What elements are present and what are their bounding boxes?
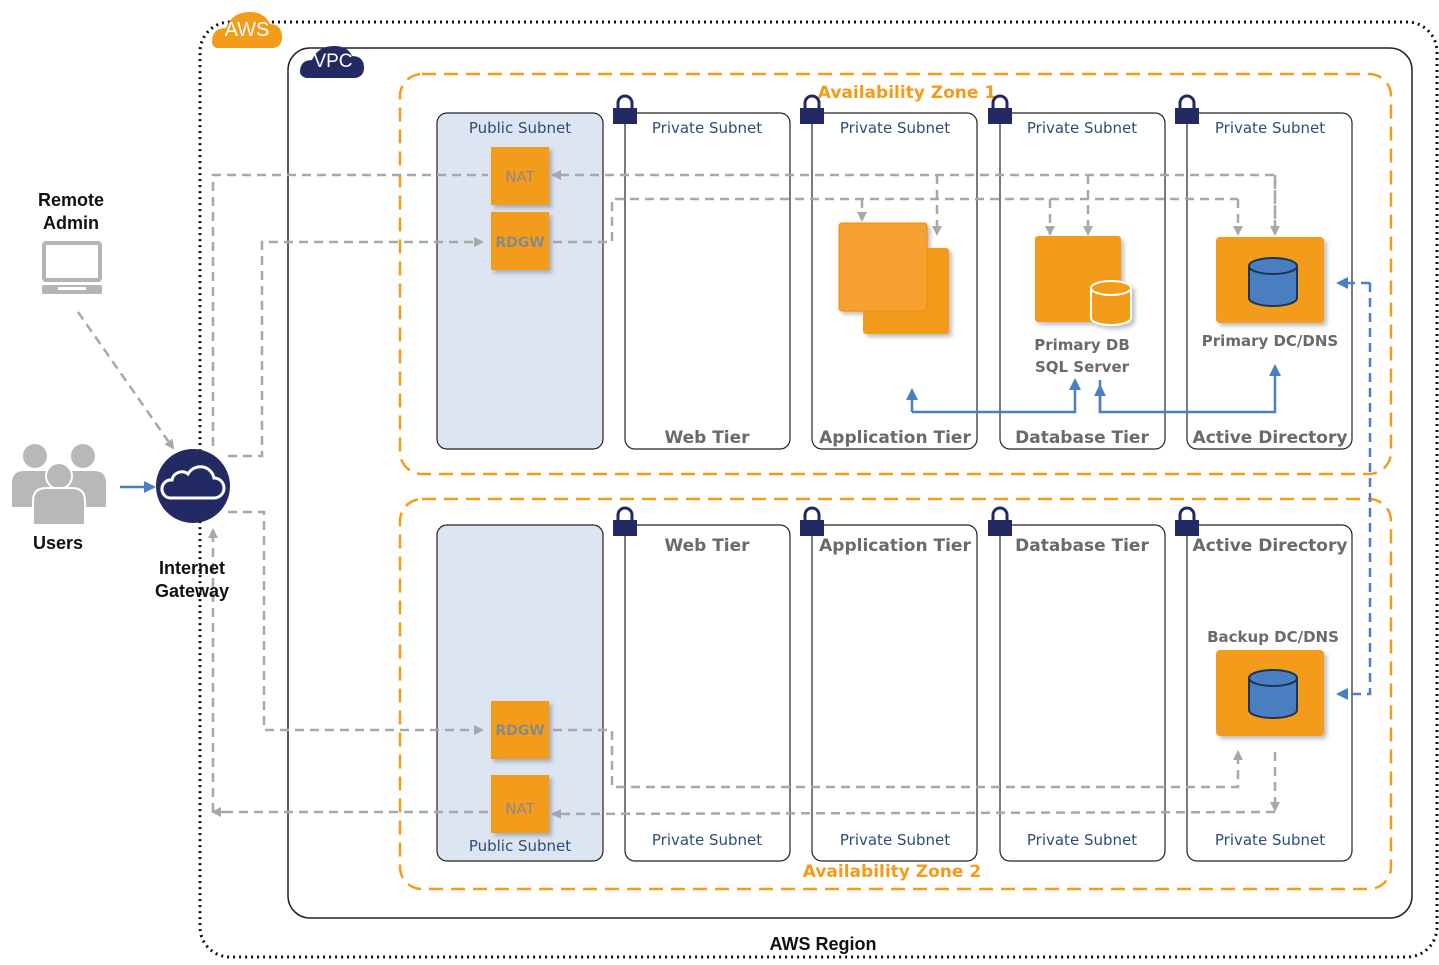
availability-zone-1	[398, 72, 1393, 476]
az1-web-subnet	[624, 112, 791, 450]
az1-public-subnet-label: Public Subnet	[469, 119, 571, 137]
az1-nat-label: NAT	[505, 168, 535, 186]
aws-badge: AWS	[212, 12, 282, 48]
az1-private-subnet-label: Private Subnet	[652, 119, 762, 137]
vpc-boundary	[287, 47, 1413, 919]
az1-nat: NAT	[491, 147, 549, 205]
az1-rdgw: RDGW	[491, 212, 549, 270]
users-label: Users	[33, 533, 83, 553]
internet-gateway-label: Internet	[159, 558, 225, 578]
internet-gateway-icon	[156, 449, 230, 523]
lock-icon	[798, 506, 826, 538]
az2-public-subnet	[436, 524, 604, 862]
az1-private-subnet-label: Private Subnet	[1215, 119, 1325, 137]
az2-nat-label: NAT	[505, 800, 535, 818]
az2-web-subnet	[624, 524, 791, 862]
az2-private-subnet-label: Private Subnet	[840, 831, 950, 849]
az2-rdgw: RDGW	[491, 701, 549, 759]
remote-admin-label: Admin	[43, 213, 99, 233]
remote-admin-label: Remote	[38, 190, 104, 210]
lock-icon	[611, 94, 639, 126]
lock-icon	[611, 506, 639, 538]
az1-private-subnet-label: Private Subnet	[840, 119, 950, 137]
az1-database-tier-label: Database Tier	[1015, 428, 1149, 448]
az1-private-subnet-label: Private Subnet	[1027, 119, 1137, 137]
az1-active-directory-label: Active Directory	[1193, 428, 1348, 448]
az2-app-subnet	[811, 524, 978, 862]
primary-dc-dns-icon	[1216, 237, 1324, 323]
az1-web-tier-label: Web Tier	[664, 428, 750, 448]
az2-private-subnet-label: Private Subnet	[652, 831, 762, 849]
lock-icon	[986, 506, 1014, 538]
sql-server-label: SQL Server	[1035, 358, 1130, 376]
az2-private-subnet-label: Private Subnet	[1215, 831, 1325, 849]
az1-rdgw-label: RDGW	[495, 235, 544, 251]
data-links	[120, 277, 1372, 700]
az1-application-tier-label: Application Tier	[819, 428, 971, 448]
vpc-label: VPC	[313, 51, 352, 72]
az1-title: Availability Zone 1	[818, 83, 996, 103]
backup-dc-dns-icon	[1216, 650, 1324, 736]
users-icon	[12, 444, 106, 526]
availability-zone-2	[398, 497, 1393, 891]
az2-public-subnet-label: Public Subnet	[469, 837, 571, 855]
backup-dc-dns-label: Backup DC/DNS	[1207, 628, 1339, 646]
az2-database-tier-label: Database Tier	[1015, 536, 1149, 556]
az2-web-tier-label: Web Tier	[664, 536, 750, 556]
internet-gateway-label: Gateway	[155, 581, 229, 601]
primary-dc-dns-label: Primary DC/DNS	[1202, 332, 1338, 350]
az2-application-tier-label: Application Tier	[819, 536, 971, 556]
az2-active-directory-label: Active Directory	[1193, 536, 1348, 556]
management-links	[76, 170, 1280, 819]
az2-db-subnet	[999, 524, 1166, 862]
az1-public-subnet	[436, 112, 604, 450]
lock-icon	[1173, 94, 1201, 126]
aws-region-label: AWS Region	[770, 934, 877, 954]
primary-db-label: Primary DB	[1034, 336, 1130, 354]
az2-title: Availability Zone 2	[803, 862, 981, 882]
laptop-icon	[42, 241, 102, 294]
az2-rdgw-label: RDGW	[495, 723, 544, 739]
aws-region-boundary	[198, 20, 1439, 959]
primary-db-icon	[1035, 236, 1132, 326]
az2-private-subnet-label: Private Subnet	[1027, 831, 1137, 849]
lock-icon	[1173, 506, 1201, 538]
az2-nat: NAT	[491, 775, 549, 833]
vpc-badge: VPC	[300, 46, 364, 78]
application-instances-icon	[838, 222, 949, 334]
aws-label: AWS	[225, 19, 270, 41]
